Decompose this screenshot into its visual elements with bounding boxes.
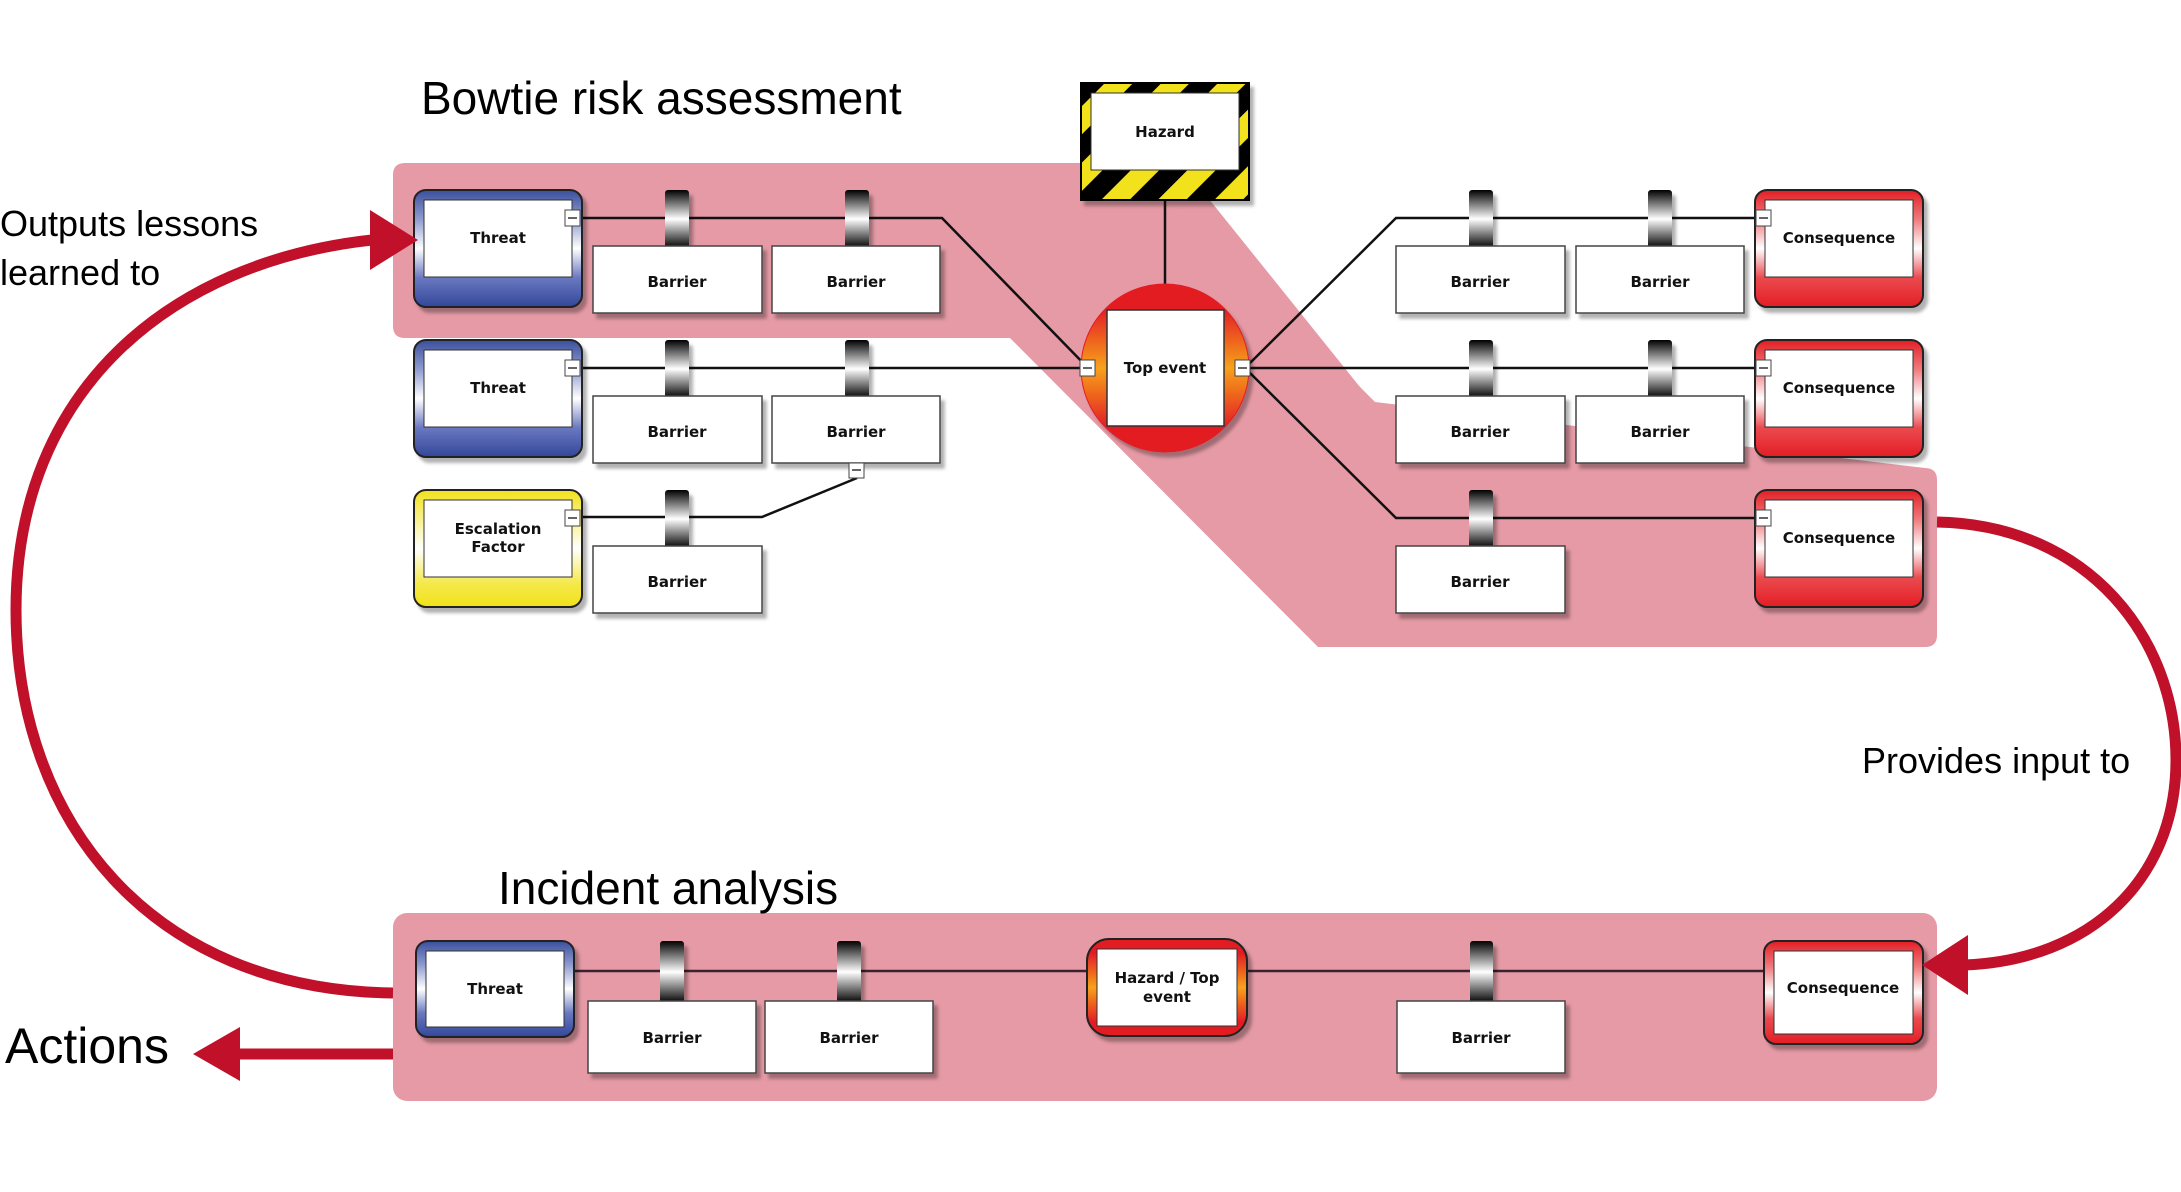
- incident-title: Incident analysis: [498, 862, 838, 914]
- barrier-label: Barrier: [647, 573, 707, 591]
- barrier-node[interactable]: [1575, 340, 1745, 464]
- outputs-lessons-text-line1: Outputs lessons: [0, 203, 258, 244]
- collapse-icon[interactable]: [564, 359, 581, 377]
- hazard-node[interactable]: [1080, 82, 1250, 201]
- threat-node[interactable]: [413, 339, 583, 458]
- outputs-lessons-text-line2: learned to: [0, 252, 160, 293]
- barrier-label: Barrier: [1450, 423, 1510, 441]
- consequence-label: Consequence: [1783, 229, 1895, 247]
- top-event-label: Top event: [1124, 359, 1206, 377]
- consequence-label: Consequence: [1783, 529, 1895, 547]
- hazard-label: Hazard: [1135, 123, 1195, 141]
- incident-threat-label: Threat: [467, 980, 523, 998]
- threat-label: Threat: [470, 229, 526, 247]
- incident-hazard-top-event-node[interactable]: [1086, 938, 1248, 1037]
- barrier-label: Barrier: [1450, 573, 1510, 591]
- barrier-node[interactable]: [592, 190, 763, 314]
- barrier-node[interactable]: [771, 340, 941, 464]
- barrier-label: Barrier: [1630, 423, 1690, 441]
- top-event-node[interactable]: [1080, 283, 1250, 453]
- collapse-icon[interactable]: [1079, 359, 1096, 377]
- escalation-label-line2: Factor: [471, 538, 525, 556]
- bowtie-connectors: [582, 200, 1755, 520]
- incident-consequence-node[interactable]: [1763, 940, 1924, 1045]
- collapse-icon[interactable]: [1755, 359, 1772, 377]
- barrier-label: Barrier: [819, 1029, 879, 1047]
- incident-consequence-label: Consequence: [1787, 979, 1899, 997]
- barrier-node[interactable]: [771, 190, 941, 314]
- barrier-node[interactable]: [1395, 340, 1566, 464]
- actions-arrow: [193, 1027, 393, 1081]
- threat-node[interactable]: [413, 189, 583, 308]
- provides-input-arrow: [1922, 516, 2181, 995]
- consequence-label: Consequence: [1783, 379, 1895, 397]
- collapse-icon[interactable]: [848, 462, 865, 479]
- barrier-label: Barrier: [1451, 1029, 1511, 1047]
- incident-threat-node[interactable]: [415, 940, 575, 1038]
- barrier-label: Barrier: [642, 1029, 702, 1047]
- escalation-label-line1: Escalation: [455, 520, 542, 538]
- bowtie-title: Bowtie risk assessment: [421, 72, 902, 124]
- barrier-label: Barrier: [647, 273, 707, 291]
- collapse-icon[interactable]: [564, 509, 581, 527]
- barrier-label: Barrier: [1450, 273, 1510, 291]
- provides-input-text: Provides input to: [1862, 740, 2130, 781]
- barrier-node[interactable]: [1575, 190, 1745, 314]
- barrier-node[interactable]: [1396, 941, 1566, 1074]
- consequence-node[interactable]: [1754, 189, 1924, 308]
- incident-hazard-top-label-line2: event: [1143, 988, 1191, 1006]
- collapse-icon[interactable]: [1755, 209, 1772, 227]
- collapse-icon[interactable]: [1234, 359, 1251, 377]
- barrier-label: Barrier: [1630, 273, 1690, 291]
- collapse-icon[interactable]: [1755, 509, 1772, 527]
- actions-text: Actions: [5, 1018, 169, 1074]
- barrier-label: Barrier: [647, 423, 707, 441]
- threat-label: Threat: [470, 379, 526, 397]
- barrier-node[interactable]: [592, 340, 763, 464]
- barrier-node[interactable]: [764, 941, 934, 1074]
- lessons-learned-arrow: [10, 210, 418, 999]
- consequence-node[interactable]: [1754, 489, 1924, 608]
- barrier-label: Barrier: [826, 423, 886, 441]
- barrier-node[interactable]: [1395, 490, 1566, 614]
- incident-hazard-top-label-line1: Hazard / Top: [1115, 969, 1220, 987]
- collapse-icon[interactable]: [564, 209, 581, 227]
- escalation-factor-node[interactable]: [413, 489, 583, 608]
- barrier-label: Barrier: [826, 273, 886, 291]
- consequence-node[interactable]: [1754, 339, 1924, 458]
- barrier-node[interactable]: [592, 490, 763, 614]
- barrier-node[interactable]: [1395, 190, 1566, 314]
- barrier-node[interactable]: [587, 941, 757, 1074]
